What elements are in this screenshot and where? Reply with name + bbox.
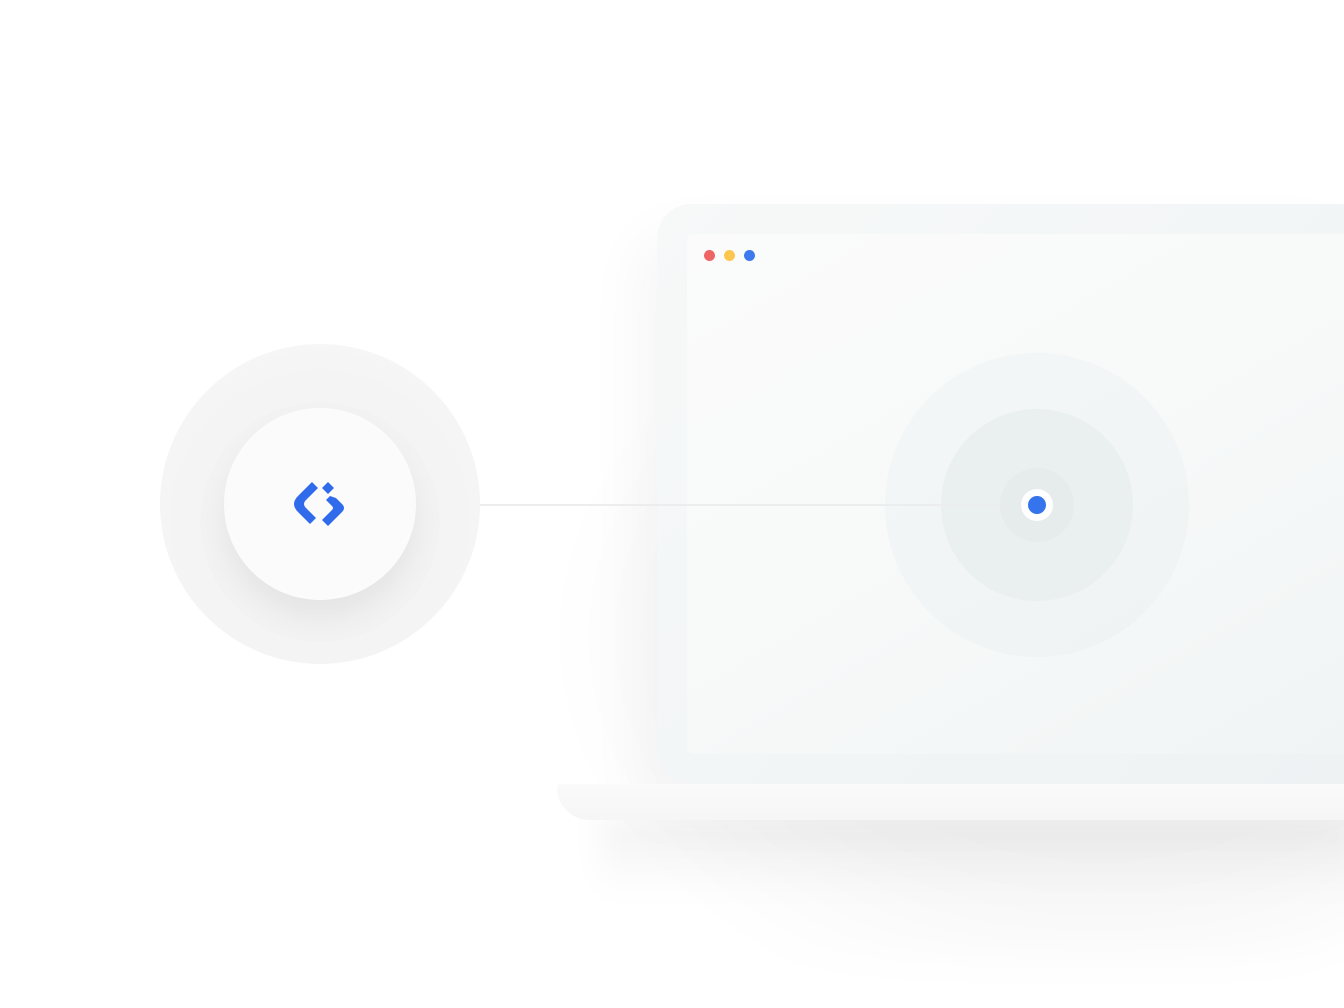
brand-logo-icon xyxy=(294,482,344,526)
window-close-dot xyxy=(704,250,715,261)
laptop-base xyxy=(557,784,1344,820)
window-minimize-dot xyxy=(724,250,735,261)
window-maximize-dot xyxy=(744,250,755,261)
location-target-icon xyxy=(1028,496,1046,514)
laptop-base-shadow xyxy=(600,818,1344,898)
logo-inner-circle xyxy=(224,408,416,600)
connector-line xyxy=(416,504,1000,506)
